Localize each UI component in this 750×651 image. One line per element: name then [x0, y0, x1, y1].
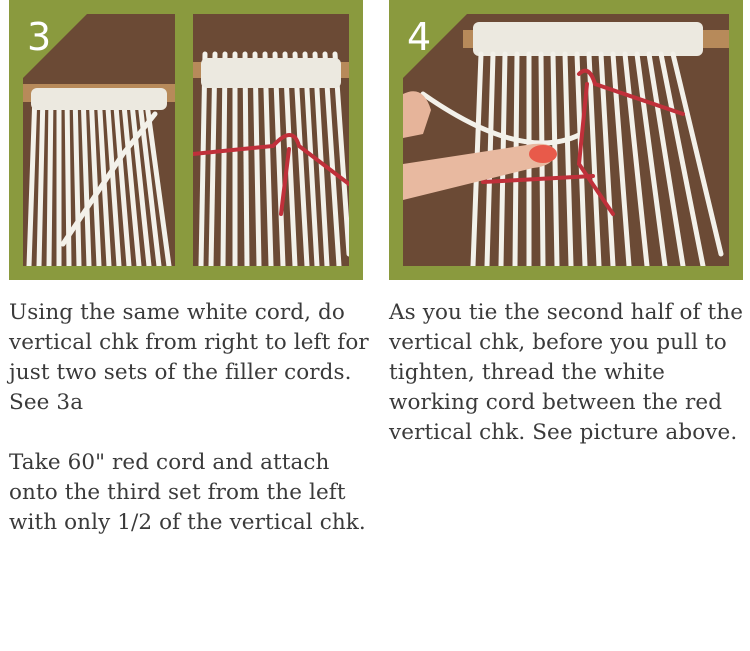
step-3-paragraph-1: Using the same white cord, do vertical c… [9, 300, 369, 415]
step-3-number: 3 [27, 15, 52, 59]
step-3-photo-a [23, 14, 175, 266]
step-4-number: 4 [407, 15, 432, 59]
step-4-image-frame: 4 [389, 0, 743, 280]
step-3: 3 [9, 0, 369, 535]
step-4-text: As you tie the second half of the vertic… [389, 298, 749, 448]
step-4: 4 [389, 0, 743, 445]
step-3-image-frame: 3 [9, 0, 363, 280]
step-3-paragraph-2: Take 60" red cord and attach onto the th… [9, 450, 366, 535]
step-3-corner-tab [9, 0, 101, 92]
step-4-corner-tab [389, 0, 481, 92]
step-3-text: Using the same white cord, do vertical c… [9, 298, 369, 538]
step-4-paragraph-1: As you tie the second half of the vertic… [389, 300, 744, 445]
step-3-photo-b [193, 14, 349, 266]
